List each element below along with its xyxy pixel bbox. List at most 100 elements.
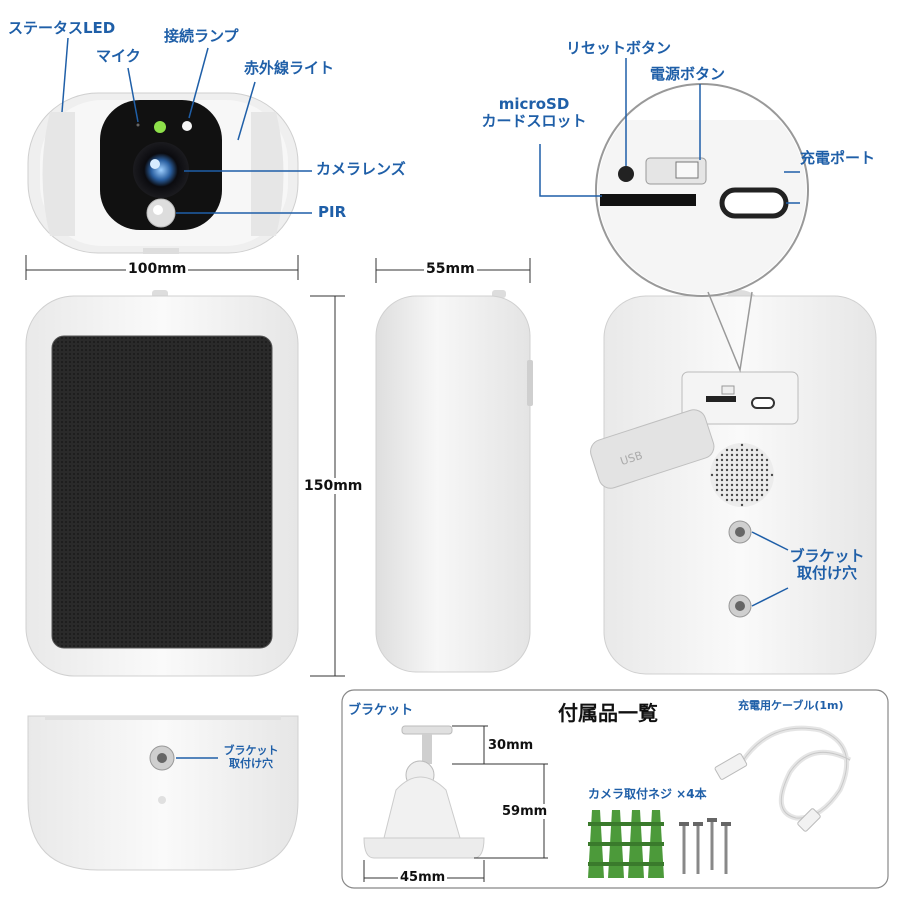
speaker-hole — [745, 493, 749, 497]
speaker-hole — [755, 478, 759, 482]
speaker-hole — [740, 443, 744, 447]
speaker-hole — [745, 458, 749, 462]
pir-label: PIR — [318, 203, 347, 221]
speaker-hole — [725, 448, 729, 452]
speaker-hole — [745, 483, 749, 487]
anchor-screw-illustration — [588, 810, 731, 878]
speaker-hole — [735, 488, 739, 492]
height-dimension-label: 150mm — [302, 478, 365, 494]
speaker-hole — [755, 473, 759, 477]
speaker-hole — [755, 493, 759, 497]
speaker-hole — [750, 483, 754, 487]
speaker-hole — [725, 453, 729, 457]
speaker-hole — [715, 488, 719, 492]
speaker-hole — [730, 478, 734, 482]
back-view-device: USB — [590, 290, 877, 675]
speaker-hole — [720, 488, 724, 492]
back-view-leaders — [751, 531, 789, 607]
microsd-label: microSD カードスロット — [474, 95, 594, 131]
speaker-hole — [765, 458, 769, 462]
microsd-slot-icon — [600, 194, 696, 206]
speaker-hole — [740, 498, 744, 502]
speaker-hole — [725, 493, 729, 497]
speaker-hole — [730, 483, 734, 487]
speaker-hole — [715, 483, 719, 487]
speaker-hole — [755, 448, 759, 452]
speaker-hole — [760, 468, 764, 472]
speaker-hole — [730, 473, 734, 477]
speaker-hole — [750, 478, 754, 482]
width-dimension-label: 100mm — [126, 261, 189, 277]
speaker-hole — [715, 478, 719, 482]
speaker-hole — [725, 463, 729, 467]
speaker-hole — [760, 463, 764, 467]
speaker-hole — [745, 453, 749, 457]
speaker-hole — [735, 498, 739, 502]
back-bracket-hole-line1: ブラケット — [789, 547, 865, 565]
speaker-hole — [735, 468, 739, 472]
bottom-bracket-hole-line2: 取付け穴 — [229, 756, 273, 770]
speaker-hole — [755, 458, 759, 462]
speaker-hole — [765, 478, 769, 482]
speaker-hole — [745, 468, 749, 472]
speaker-hole — [760, 473, 764, 477]
speaker-hole — [725, 488, 729, 492]
front-view-device — [25, 290, 299, 677]
top-view-leaders — [61, 37, 312, 214]
mic-icon — [136, 123, 140, 127]
speaker-hole — [730, 498, 734, 502]
speaker-hole — [740, 468, 744, 472]
speaker-hole — [740, 448, 744, 452]
speaker-hole — [745, 448, 749, 452]
speaker-hole — [720, 483, 724, 487]
speaker-hole — [760, 493, 764, 497]
speaker-hole — [735, 463, 739, 467]
speaker-hole — [755, 468, 759, 472]
speaker-hole — [750, 448, 754, 452]
bottom-bracket-hole-line1: ブラケット — [223, 744, 279, 757]
speaker-hole — [755, 483, 759, 487]
speaker-hole — [715, 458, 719, 462]
speaker-hole — [745, 478, 749, 482]
speaker-hole — [730, 468, 734, 472]
speaker-hole — [720, 463, 724, 467]
speaker-hole — [740, 483, 744, 487]
speaker-hole — [725, 498, 729, 502]
reset-button-icon — [618, 166, 634, 182]
speaker-hole — [750, 473, 754, 477]
top-view-device — [27, 92, 299, 254]
speaker-hole — [720, 478, 724, 482]
bracket-label: ブラケット — [348, 703, 414, 718]
speaker-hole — [760, 483, 764, 487]
microsd-label-line2: カードスロット — [481, 112, 587, 131]
speaker-hole — [755, 463, 759, 467]
speaker-hole — [720, 493, 724, 497]
speaker-hole — [760, 488, 764, 492]
speaker-hole — [755, 488, 759, 492]
bracket-dim-base-label: 45mm — [398, 870, 448, 885]
speaker-hole — [720, 473, 724, 477]
speaker-hole — [735, 448, 739, 452]
bottom-view-device — [27, 715, 299, 871]
speaker-hole — [715, 468, 719, 472]
connection-lamp-label: 接続ランプ — [164, 27, 239, 45]
speaker-hole — [730, 493, 734, 497]
speaker-hole — [735, 493, 739, 497]
speaker-hole — [725, 468, 729, 472]
speaker-hole — [770, 473, 774, 477]
speaker-hole — [710, 473, 714, 477]
speaker-grille — [51, 335, 273, 649]
speaker-hole — [750, 463, 754, 467]
mic-label: マイク — [96, 47, 141, 65]
speaker-hole — [765, 488, 769, 492]
speaker-hole — [760, 478, 764, 482]
speaker-hole — [730, 448, 734, 452]
bracket-dim-top-label: 30mm — [486, 738, 536, 753]
screws-label: カメラ取付ネジ ×4本 — [588, 787, 707, 801]
speaker-hole — [745, 473, 749, 477]
power-button-label: 電源ボタン — [650, 65, 726, 83]
speaker-hole — [730, 458, 734, 462]
speaker-hole — [730, 463, 734, 467]
speaker-hole — [750, 488, 754, 492]
